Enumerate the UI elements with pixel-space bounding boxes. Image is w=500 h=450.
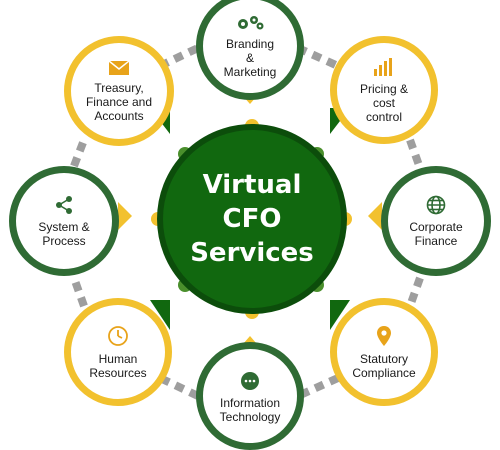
node-information-technology[interactable]: Information Technology xyxy=(196,342,304,450)
node-label: System & Process xyxy=(38,219,90,248)
node-label: Pricing & cost control xyxy=(359,81,409,124)
node-label: Branding & Marketing xyxy=(223,36,277,79)
share-icon xyxy=(56,195,72,214)
connector-bottomright-bottom xyxy=(296,374,340,400)
connector-bottomleft-left xyxy=(70,276,88,308)
envelope-icon xyxy=(108,59,130,75)
node-statutory-compliance[interactable]: Statutory Compliance xyxy=(330,298,438,406)
connector-right-bottomright xyxy=(406,276,424,308)
node-label: Treasury, Finance and Accounts xyxy=(85,80,153,123)
map-pin-icon xyxy=(377,325,391,346)
node-corporate-finance[interactable]: Corporate Finance xyxy=(381,166,491,276)
connector-bottom-bottomleft xyxy=(158,374,200,400)
clock-icon xyxy=(108,325,128,346)
node-label: Statutory Compliance xyxy=(352,351,416,380)
pointer-right xyxy=(368,202,382,230)
node-pricing-cost-control[interactable]: Pricing & cost control xyxy=(330,36,438,144)
node-branding-marketing[interactable]: Branding & Marketing xyxy=(196,0,304,100)
globe-icon xyxy=(426,195,446,214)
center-circle: Virtual CFO Services xyxy=(157,124,347,314)
gears-icon xyxy=(238,15,264,29)
accent-bottomleft xyxy=(150,300,170,330)
node-label: Information Technology xyxy=(219,396,281,424)
center-title: Virtual CFO Services xyxy=(190,170,314,268)
node-treasury-finance-accounts[interactable]: Treasury, Finance and Accounts xyxy=(64,36,174,146)
node-label: Human Resources xyxy=(89,351,147,380)
connector-topright-right xyxy=(406,138,424,170)
node-human-resources[interactable]: Human Resources xyxy=(64,298,172,406)
pointer-left xyxy=(118,202,132,230)
bar-chart-icon xyxy=(374,57,392,76)
chat-bubble-icon xyxy=(241,372,259,390)
connector-top-topright xyxy=(296,44,340,70)
node-system-process[interactable]: System & Process xyxy=(9,166,119,276)
accent-bottomright xyxy=(330,300,350,330)
node-label: Corporate Finance xyxy=(409,219,463,248)
connector-left-topleft xyxy=(70,138,88,168)
